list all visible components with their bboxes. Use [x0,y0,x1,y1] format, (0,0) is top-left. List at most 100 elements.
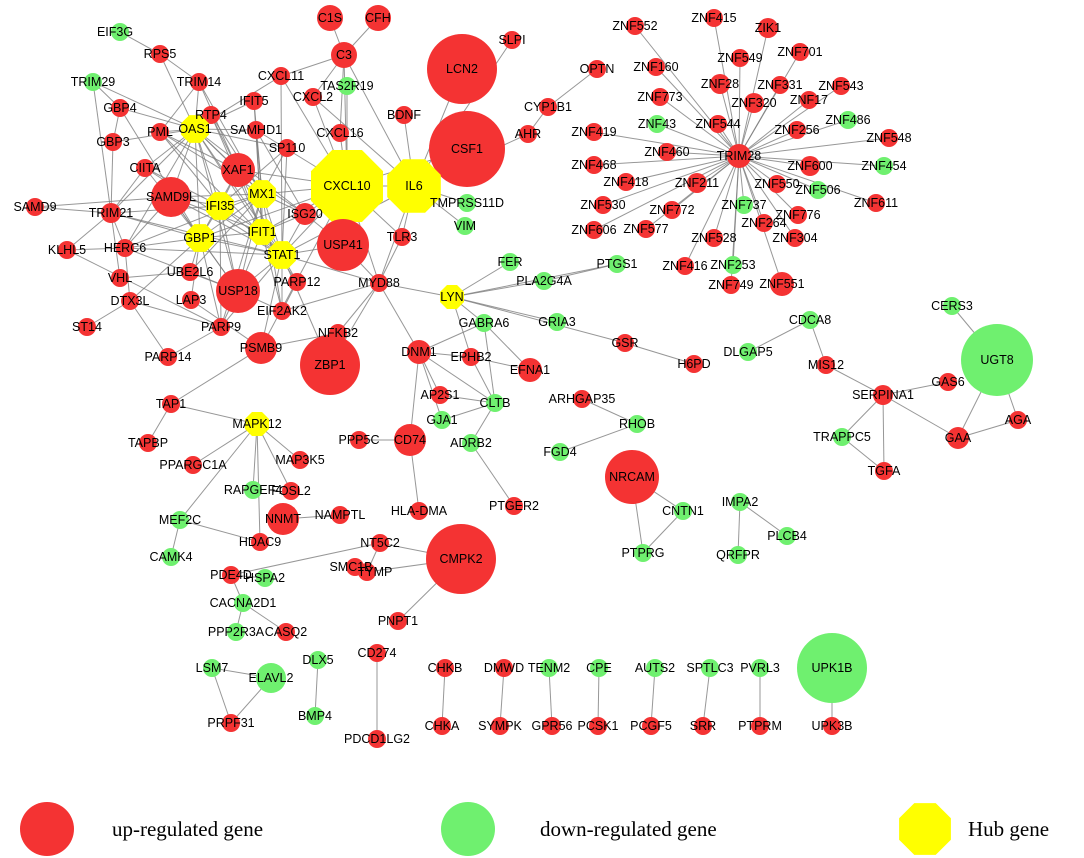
node-tap1 [162,395,180,413]
label-znf544: ZNF544 [695,117,740,131]
label-lcn2: LCN2 [446,62,478,76]
label-dnm1: DNM1 [401,345,436,359]
label-st14: ST14 [72,320,102,334]
label-zbp1: ZBP1 [314,358,345,372]
label-znf548: ZNF548 [866,131,911,145]
node-rtp4 [202,106,220,124]
edge-klhl5-herc6 [66,247,126,251]
node-znf415 [705,9,723,27]
node-samd9l [151,177,191,217]
edge-serpina1-tgfa [882,394,885,472]
node-bmp4 [306,707,324,725]
label-znf460: ZNF460 [644,145,689,159]
node-fosl2 [282,482,300,500]
label-vim: VIM [454,219,476,233]
label-pvrl3: PVRL3 [740,661,780,675]
node-ap2s1 [431,386,449,404]
edge-ap2s1-cltb [439,394,496,404]
edge-sp110-ifi35 [219,147,288,207]
label-cd274: CD274 [358,646,397,660]
edge-trim29-oas1 [92,81,196,130]
node-pdcd1lg2 [368,730,386,748]
node-znf544 [709,115,727,133]
node-znf550 [768,175,786,193]
edge-trim28-znf160 [655,66,740,157]
label-cd74: CD74 [394,433,426,447]
edge-chkb-chka [441,667,446,727]
label-fosl2: FOSL2 [271,484,311,498]
label-lsm7: LSM7 [196,661,229,675]
edge-parp9-parp14 [167,326,222,358]
node-h6pd [685,355,703,373]
node-ppargc1a [184,456,202,474]
node-znf416 [676,257,694,275]
label-pcgf5: PCGF5 [630,719,672,733]
label-lyn: LYN [440,290,463,304]
edge-serpina1-gaa [882,394,959,439]
node-znf773 [651,88,669,106]
node-znf600 [800,156,820,176]
node-aga [1009,411,1027,429]
edge-dmwd-sympk [499,667,505,727]
node-adrb2 [462,434,480,452]
node-c3 [331,42,357,68]
edge-trim28-znf43 [656,123,740,157]
node-gas6 [939,373,957,391]
node-rapgef4 [244,481,262,499]
label-znf468: ZNF468 [571,158,616,172]
label-znf749: ZNF749 [708,278,753,292]
node-isg20 [294,203,316,225]
label-sp110: SP110 [269,141,306,155]
node-usp41 [317,219,369,271]
edge-trim28-znf548 [738,137,890,157]
label-trim29: TRIM29 [71,75,116,89]
node-znf28 [710,74,730,94]
node-lyn [440,285,464,309]
node-xaf1 [221,153,255,187]
label-h6pd: H6PD [677,357,710,371]
node-gabra6 [475,314,493,332]
label-optn: OPTN [580,62,615,76]
label-il6: IL6 [405,179,422,193]
label-gria3: GRIA3 [538,315,576,329]
node-pcsk1 [589,717,607,735]
edge-adrb2-ptger2 [470,442,515,507]
label-hla-dma: HLA-DMA [391,504,448,518]
label-chka: CHKA [425,719,460,733]
label-znf264: ZNF264 [741,216,786,230]
node-cltb [486,394,504,412]
edge-dlx5-bmp4 [314,659,319,717]
node-cntn1 [674,502,692,520]
label-upk3b: UPK3B [812,719,853,733]
label-znf701: ZNF701 [777,45,822,59]
label-parp12: PARP12 [273,275,320,289]
edge-mapk12-mef2c [179,423,258,521]
label-rapgef4: RAPGEF4 [224,483,282,497]
node-gria3 [548,313,566,331]
node-gbp1 [186,224,214,252]
node-znf530 [594,196,612,214]
node-nnmt [267,503,299,535]
label-plcb4: PLCB4 [767,529,807,543]
label-ephb2: EPHB2 [451,350,492,364]
node-nt5c2 [371,534,389,552]
label-ppp5c: PPP5C [339,433,380,447]
edge-mapk12-ppargc1a [192,423,258,466]
edge-oas1-sp110 [194,128,288,149]
node-trim29 [84,73,102,91]
edge-dnm1-cltb [418,351,496,404]
edge-gja1-cltb [441,402,496,421]
node-pvrl3 [751,659,769,677]
edge-c3-cxcl16 [339,54,345,134]
node-impa2 [731,493,749,511]
label-pml: PML [147,125,173,139]
node-mx1 [248,180,276,208]
node-hla-dma [410,502,428,520]
label-tap1: TAP1 [156,397,186,411]
node-cd274 [368,644,386,662]
node-pcgf5 [642,717,660,735]
node-znf606 [585,221,603,239]
label-hdac9: HDAC9 [239,535,281,549]
label-ciita: CIITA [129,161,161,175]
node-cmpk2 [426,524,496,594]
